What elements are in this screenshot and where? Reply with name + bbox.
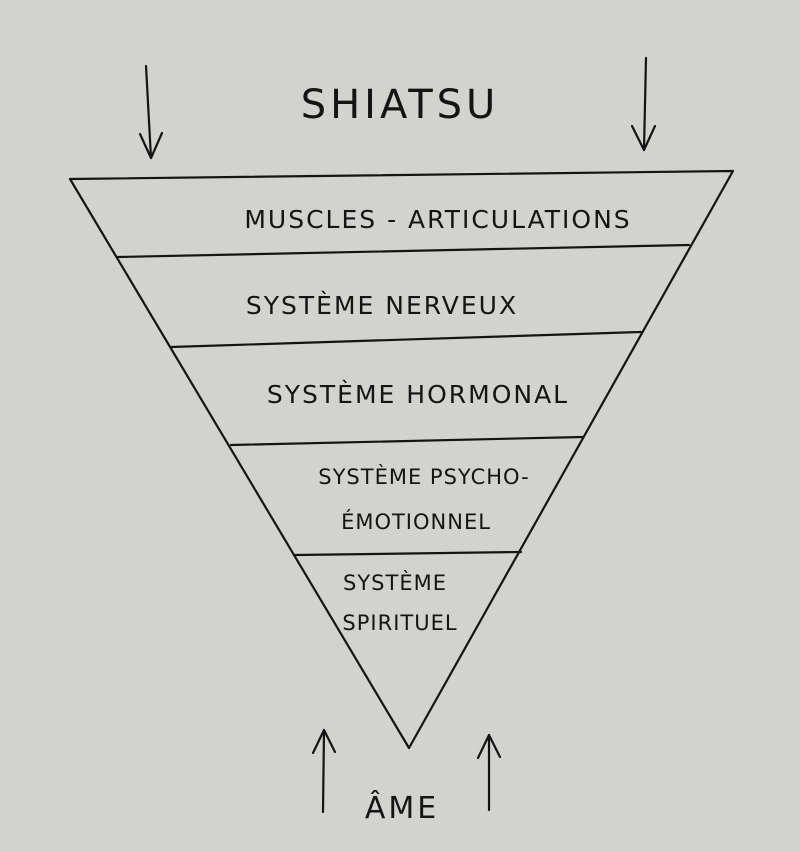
arrow-up-left-icon	[311, 728, 337, 814]
arrow-down-right-icon	[630, 56, 657, 152]
diagram-title: SHIATSU	[301, 82, 500, 128]
layer-divider-1	[116, 243, 691, 259]
layer-label-nervous-system: SYSTÈME NERVEUX	[246, 291, 518, 320]
pyramid-outline	[68, 169, 735, 750]
layer-divider-3	[229, 435, 585, 447]
arrow-up-right-icon	[476, 733, 502, 812]
layer-label-psycho-emotional-line1: SYSTÈME PSYCHO-	[318, 464, 529, 489]
layer-divider-2	[169, 330, 643, 349]
bottom-label-ame: ÂME	[365, 790, 439, 826]
arrow-down-left-icon	[138, 64, 164, 160]
layer-divider-4	[294, 550, 523, 557]
layer-label-spiritual-line2: SPIRITUEL	[342, 611, 457, 635]
layer-label-spiritual-line1: SYSTÈME	[343, 570, 447, 595]
layer-label-hormonal-system: SYSTÈME HORMONAL	[267, 380, 569, 409]
layer-label-muscles: MUSCLES - ARTICULATIONS	[244, 205, 631, 234]
layer-label-psycho-emotional-line2: ÉMOTIONNEL	[341, 509, 491, 534]
